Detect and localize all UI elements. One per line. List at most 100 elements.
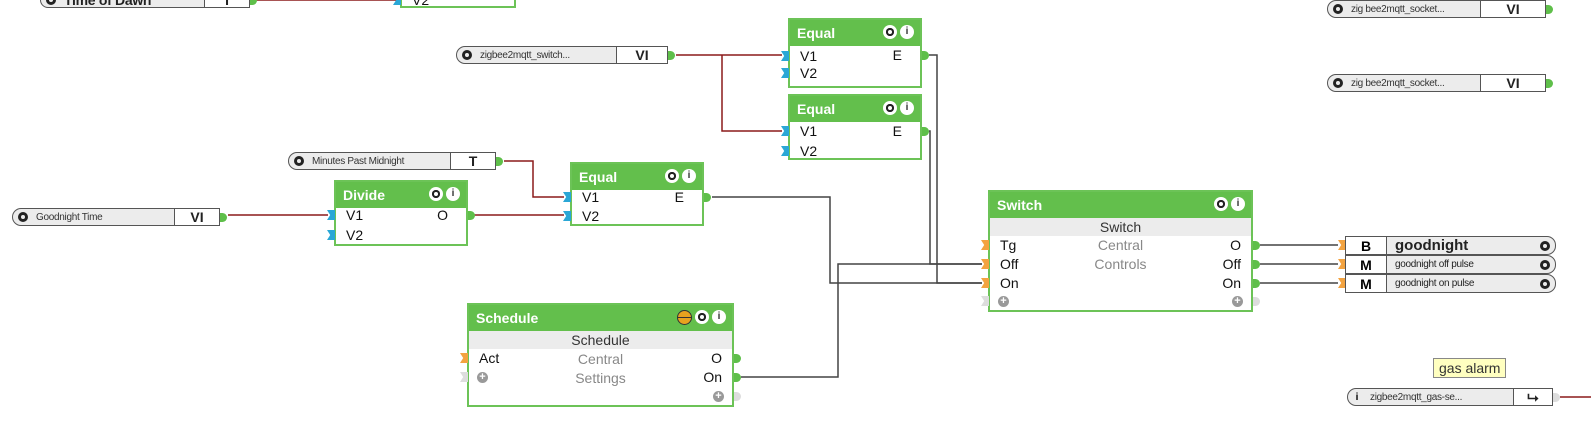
output-port[interactable]: [734, 354, 741, 363]
output-label: On: [1222, 275, 1241, 291]
add-input-port[interactable]: [981, 296, 989, 306]
output-port[interactable]: [1253, 260, 1260, 269]
add-output-port[interactable]: [1253, 297, 1260, 306]
block-center-text: Central: [577, 351, 624, 367]
wire: [741, 263, 982, 378]
input-port[interactable]: [981, 240, 989, 250]
output-port[interactable]: [250, 0, 257, 5]
add-input-port[interactable]: [460, 372, 468, 382]
output-port[interactable]: [704, 193, 711, 202]
block-title: Divide: [343, 187, 386, 203]
input-port[interactable]: [563, 211, 571, 221]
gear-icon[interactable]: [46, 0, 56, 5]
output-port[interactable]: [1253, 279, 1260, 288]
input-port[interactable]: [781, 146, 789, 156]
add-output-icon[interactable]: +: [1232, 296, 1243, 307]
input-port[interactable]: [1338, 278, 1346, 288]
add-input-icon[interactable]: +: [477, 372, 488, 383]
input-port[interactable]: [781, 51, 789, 61]
add-input-icon[interactable]: +: [998, 296, 1009, 307]
info-icon[interactable]: i: [1355, 391, 1359, 403]
input-port[interactable]: [327, 230, 335, 240]
schedule-calendar-icon[interactable]: [677, 310, 692, 325]
info-icon[interactable]: i: [712, 310, 726, 324]
input-block[interactable]: zigbee2mqtt_switch...VI: [456, 46, 668, 64]
info-icon[interactable]: i: [1231, 197, 1245, 211]
output-port[interactable]: [220, 213, 227, 222]
output-port[interactable]: [1553, 393, 1560, 402]
settings-gear-icon[interactable]: [695, 310, 709, 324]
gear-icon[interactable]: [1540, 240, 1550, 251]
gear-icon[interactable]: [1540, 259, 1550, 270]
input-port[interactable]: [1338, 240, 1346, 250]
output-port[interactable]: [668, 51, 675, 60]
settings-gear-icon[interactable]: [1214, 197, 1228, 211]
settings-gear-icon[interactable]: [429, 187, 443, 201]
block-icons: i: [883, 101, 914, 115]
output-port[interactable]: [734, 373, 741, 382]
input-label: V1: [582, 189, 600, 205]
input-label: V2: [412, 0, 430, 8]
wire: [504, 160, 564, 198]
add-output-icon[interactable]: +: [713, 391, 724, 402]
output-port[interactable]: [922, 51, 929, 60]
gear-icon[interactable]: [1333, 4, 1343, 14]
info-icon[interactable]: i: [682, 169, 696, 183]
input-port[interactable]: [781, 126, 789, 136]
input-port[interactable]: [393, 0, 401, 5]
wire: [929, 54, 982, 284]
input-port[interactable]: [981, 259, 989, 269]
input-port[interactable]: [563, 192, 571, 202]
add-output-port[interactable]: [734, 392, 741, 401]
settings-gear-icon[interactable]: [665, 169, 679, 183]
input-port[interactable]: [781, 68, 789, 78]
input-port[interactable]: [981, 278, 989, 288]
input-block[interactable]: zig bee2mqtt_socket...VI: [1327, 74, 1546, 92]
gear-icon[interactable]: [1333, 78, 1343, 88]
input-port[interactable]: [1338, 259, 1346, 269]
info-icon[interactable]: i: [446, 187, 460, 201]
comment-label[interactable]: gas alarm: [1433, 358, 1507, 378]
gear-icon[interactable]: [294, 156, 304, 166]
info-icon[interactable]: i: [900, 101, 914, 115]
logic-block[interactable]: V2: [400, 0, 516, 8]
settings-gear-icon[interactable]: [883, 25, 897, 39]
output-port[interactable]: [1546, 5, 1553, 14]
input-port[interactable]: [460, 353, 468, 363]
output-port[interactable]: [496, 157, 503, 166]
input-label: V2: [800, 143, 818, 159]
input-label: zig bee2mqtt_socket...: [1351, 3, 1445, 15]
output-port[interactable]: [468, 211, 475, 220]
input-block[interactable]: zig bee2mqtt_socket...VI: [1327, 0, 1546, 18]
gear-icon[interactable]: [1540, 278, 1550, 289]
block-header[interactable]: Divide i: [336, 182, 466, 208]
input-label: V2: [800, 65, 818, 81]
output-port[interactable]: [1253, 241, 1260, 250]
gear-icon[interactable]: [462, 50, 472, 60]
gear-icon[interactable]: [18, 212, 28, 222]
output-port[interactable]: [1546, 79, 1553, 88]
input-port[interactable]: [327, 210, 335, 220]
output-port[interactable]: [922, 127, 929, 136]
info-icon[interactable]: i: [900, 25, 914, 39]
settings-gear-icon[interactable]: [883, 101, 897, 115]
block-center-text: Settings: [575, 370, 626, 386]
